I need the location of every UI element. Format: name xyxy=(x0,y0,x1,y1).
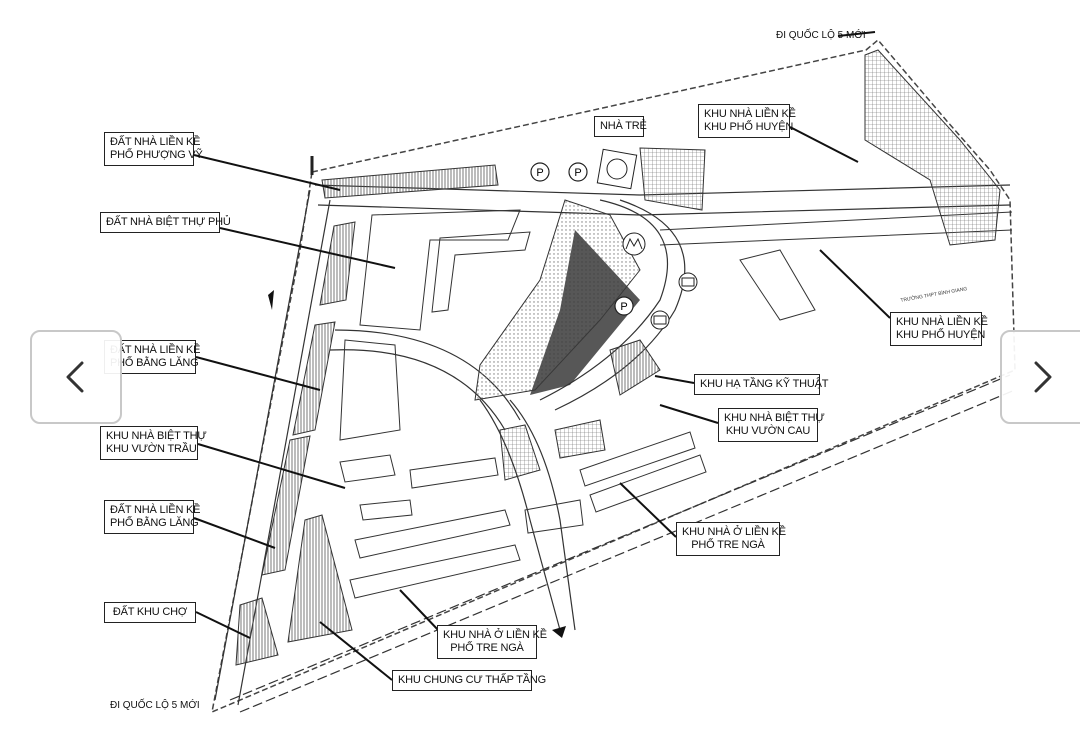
label-ha-tang: KHU HẠ TẦNG KỸ THUẬT xyxy=(694,374,828,395)
block-villa-phu xyxy=(359,209,521,331)
central-water xyxy=(530,230,640,395)
svg-text:P: P xyxy=(574,167,581,179)
label-chung-cu: KHU CHUNG CƯ THẤP TẦNG xyxy=(392,670,546,691)
road-label-top: ĐI QUỐC LỘ 5 MỚI xyxy=(776,30,866,41)
parking-icon: P xyxy=(568,162,588,182)
facility-icon xyxy=(650,310,670,330)
block-bang-lang-1 xyxy=(319,221,356,306)
facility-icon xyxy=(596,148,638,190)
label-khu-cho: ĐẤT KHU CHỢ xyxy=(104,602,196,623)
previous-button[interactable] xyxy=(30,330,122,424)
facility-icon xyxy=(622,232,646,256)
road-label-bottom: ĐI QUỐC LỘ 5 MỚI xyxy=(110,700,200,711)
parking-icon: P xyxy=(614,296,634,316)
svg-text:P: P xyxy=(620,301,627,313)
block-bang-lang-2 xyxy=(292,321,336,436)
main-road-bottom xyxy=(229,374,1016,713)
block-pho-huyen-1 xyxy=(864,49,1001,246)
next-button[interactable] xyxy=(1000,330,1080,424)
block-nursery xyxy=(639,147,706,211)
chevron-left-icon xyxy=(66,361,84,393)
chevron-right-icon xyxy=(1034,361,1052,393)
parking-icon: P xyxy=(530,162,550,182)
label-nha-tre: NHÀ TRẺ xyxy=(594,116,647,137)
block-market xyxy=(235,597,279,666)
facility-icon xyxy=(678,272,698,292)
block-low-rise xyxy=(287,514,353,643)
label-biet-thu-phu: ĐẤT NHÀ BIỆT THỰ PHỦ xyxy=(100,212,231,233)
svg-text:P: P xyxy=(536,167,543,179)
block-phuong-vy xyxy=(321,164,499,199)
block-bang-lang-3 xyxy=(261,435,311,576)
